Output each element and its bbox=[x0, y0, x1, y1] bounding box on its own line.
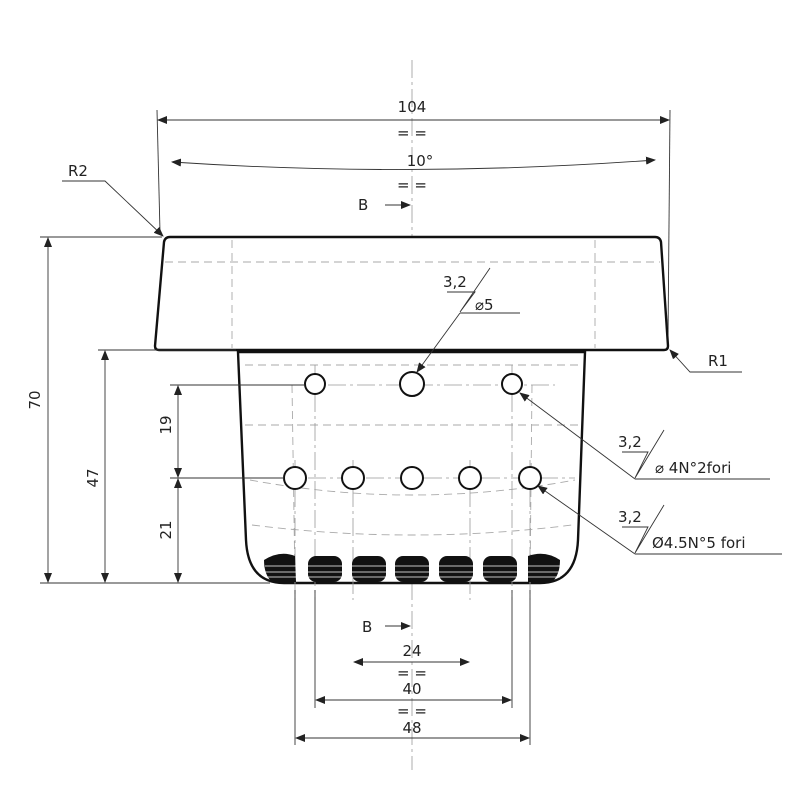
svg-text:⌀ 4N°2fori: ⌀ 4N°2fori bbox=[655, 459, 731, 477]
equal-mark: = = bbox=[397, 176, 427, 194]
bottom-slots bbox=[264, 553, 560, 582]
svg-text:3,2: 3,2 bbox=[443, 273, 467, 291]
svg-text:⌀5: ⌀5 bbox=[475, 296, 494, 314]
leader-r2 bbox=[62, 180, 164, 237]
svg-text:Ø4.5N°5 fori: Ø4.5N°5 fori bbox=[652, 534, 746, 552]
extension-lines-left bbox=[40, 236, 305, 584]
extension-line bbox=[667, 109, 671, 341]
annotation-d4-5-5-holes: 3,2 Ø4.5N°5 fori bbox=[537, 485, 782, 555]
dim-24: 24 bbox=[402, 642, 421, 660]
svg-text:3,2: 3,2 bbox=[618, 508, 642, 526]
leader-r1 bbox=[669, 349, 742, 373]
hole bbox=[283, 466, 307, 490]
dim-21: 21 bbox=[157, 520, 175, 539]
equal-mark: = = bbox=[397, 124, 427, 142]
section-mark-b-top: B bbox=[358, 196, 368, 214]
dim-47: 47 bbox=[84, 468, 102, 487]
dim-104: 104 bbox=[398, 98, 427, 116]
radius-r1: R1 bbox=[708, 352, 728, 370]
svg-text:3,2: 3,2 bbox=[618, 433, 642, 451]
hole bbox=[400, 466, 424, 490]
hidden-line bbox=[291, 384, 296, 584]
dim-40: 40 bbox=[402, 680, 421, 698]
hole bbox=[341, 466, 365, 490]
dim-10-deg: 10° bbox=[407, 152, 434, 170]
dim-70: 70 bbox=[26, 390, 44, 409]
dim-48: 48 bbox=[402, 719, 421, 737]
section-mark-b-bottom: B bbox=[362, 618, 372, 636]
dim-19: 19 bbox=[157, 415, 175, 434]
equal-mark: = = bbox=[397, 702, 427, 720]
hole bbox=[458, 466, 482, 490]
radius-r2: R2 bbox=[68, 162, 88, 180]
flange-outline bbox=[153, 235, 670, 352]
hole bbox=[304, 373, 326, 395]
hole bbox=[518, 466, 542, 490]
equal-mark: = = bbox=[397, 664, 427, 682]
hidden-line bbox=[529, 384, 533, 584]
extension-lines-bottom bbox=[294, 590, 531, 745]
annotation-d5: 3,2 ⌀5 bbox=[416, 267, 520, 373]
annotation-d4-2-holes: 3,2 ⌀ 4N°2fori bbox=[519, 392, 770, 480]
hole bbox=[399, 371, 425, 397]
angle-arc-10 bbox=[171, 156, 656, 170]
extension-line bbox=[156, 109, 161, 233]
hole bbox=[501, 373, 523, 395]
